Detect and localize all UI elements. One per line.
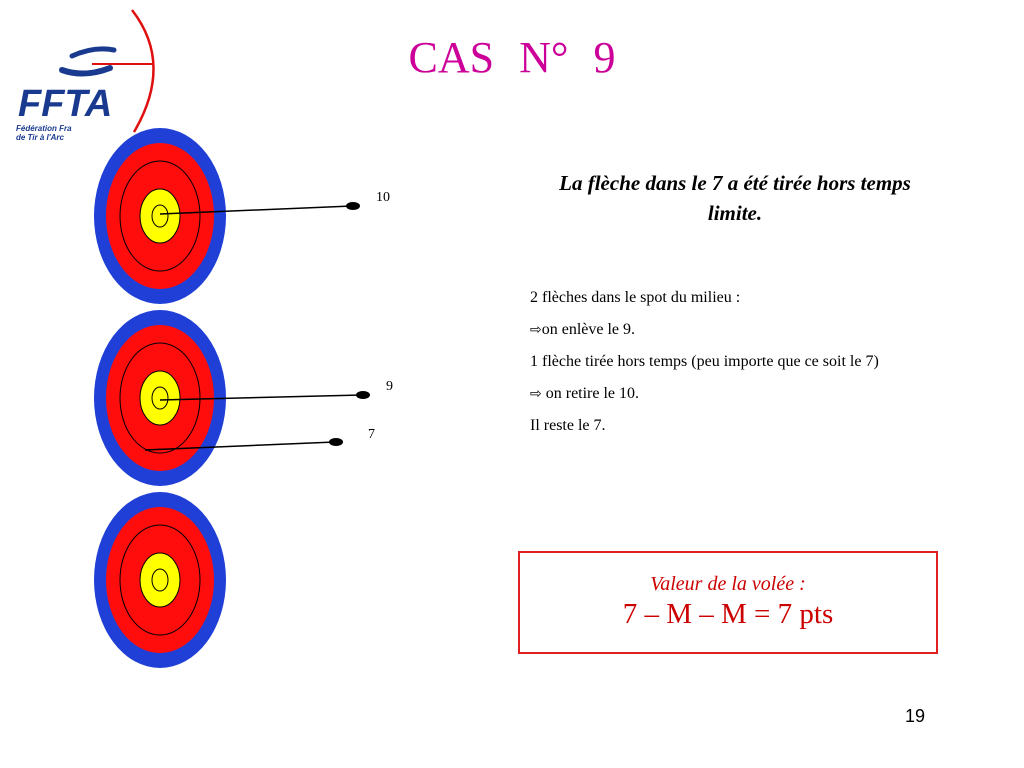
rule-line: 1 flèche tirée hors temps (peu importe q… — [530, 353, 879, 370]
arrow-right-icon: ⇨ — [530, 386, 542, 402]
result-value: 7 – M – M = 7 pts — [622, 598, 834, 630]
ffta-logo: FFTA — [14, 4, 164, 144]
rule-line: Il reste le 7. — [530, 417, 606, 434]
rule-line: ⇨ on retire le 10. — [530, 385, 640, 402]
logo-subtitle-line1: Fédération Fra — [16, 124, 72, 133]
archery-targets — [94, 128, 370, 668]
result-caption: Valeur de la volée : — [650, 573, 806, 595]
logo-subtitle-line2: de Tir à l'Arc — [16, 133, 64, 142]
arrow-label-7: 7 — [368, 427, 375, 442]
arrow-right-icon: ⇨ — [530, 322, 542, 338]
ffta-archer-logo-icon: FFTA — [18, 9, 155, 133]
target-bottom — [94, 492, 226, 668]
result-box: Valeur de la volée : 7 – M – M = 7 pts — [518, 551, 938, 654]
target-top — [94, 128, 226, 304]
rule-line: ⇨on enlève le 9. — [530, 321, 636, 338]
logo-subtitle: Fédération Fra de Tir à l'Arc — [16, 124, 72, 142]
slide-title: CAS N° 9 — [408, 33, 616, 82]
page-number: 19 — [905, 706, 926, 726]
headline: La flèche dans le 7 a été tirée hors tem… — [559, 171, 911, 225]
logo-text: FFTA — [18, 83, 112, 125]
arrow-7 — [144, 438, 343, 451]
rules-list: 2 flèches dans le spot du milieu : ⇨on e… — [530, 288, 950, 448]
arrow-label-9: 9 — [386, 379, 393, 394]
arrow-10 — [159, 202, 360, 215]
arrow-label-10: 10 — [376, 190, 390, 205]
target-middle — [94, 310, 226, 486]
arrow-9 — [159, 391, 370, 401]
rule-line: 2 flèches dans le spot du milieu : — [530, 289, 741, 306]
